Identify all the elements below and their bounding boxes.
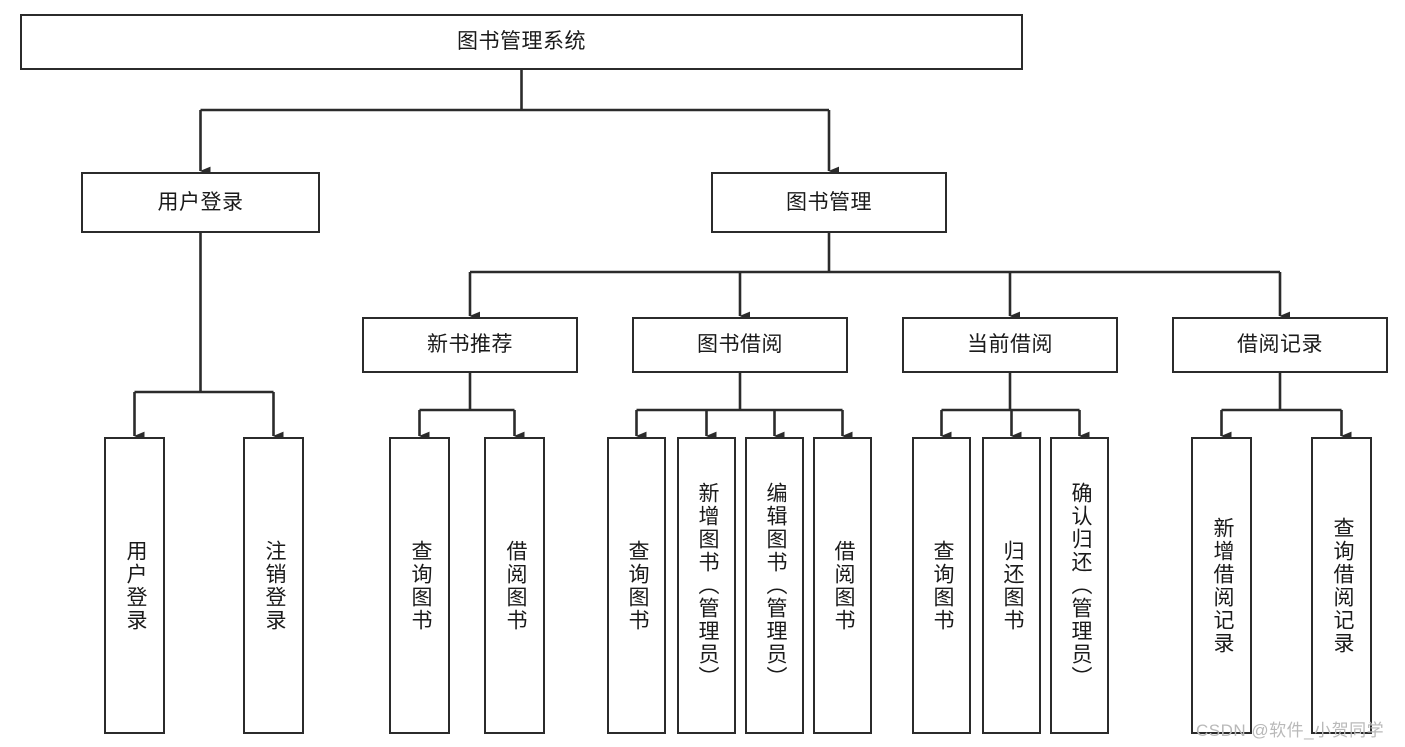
node-leaf-add-book-label: 新增图书（管理员）	[695, 482, 719, 689]
node-leaf-query-book-3-label: 查询图书	[930, 539, 954, 632]
node-leaf-add-record-label: 新增借阅记录	[1210, 516, 1234, 655]
node-user-login[interactable]: 用户登录	[81, 172, 320, 233]
node-leaf-add-book[interactable]: 新增图书（管理员）	[677, 437, 736, 734]
node-leaf-edit-book-label: 编辑图书（管理员）	[763, 482, 787, 689]
node-leaf-borrow-book-1-label: 借阅图书	[503, 539, 527, 632]
node-book-manage[interactable]: 图书管理	[711, 172, 947, 233]
connector-lines	[133, 70, 1352, 441]
node-leaf-user-login[interactable]: 用户登录	[104, 437, 165, 734]
node-leaf-borrow-book-2-label: 借阅图书	[831, 539, 855, 632]
node-leaf-return-book[interactable]: 归还图书	[982, 437, 1041, 734]
node-leaf-query-record[interactable]: 查询借阅记录	[1311, 437, 1372, 734]
node-leaf-user-login-label: 用户登录	[123, 539, 147, 632]
node-leaf-query-book-2-label: 查询图书	[625, 539, 649, 632]
node-leaf-query-book-1-label: 查询图书	[408, 539, 432, 632]
node-leaf-add-record[interactable]: 新增借阅记录	[1191, 437, 1252, 734]
node-new-book-recommend-label: 新书推荐	[427, 333, 513, 357]
node-root-label: 图书管理系统	[457, 30, 586, 54]
node-book-manage-label: 图书管理	[786, 190, 872, 214]
node-leaf-logout-label: 注销登录	[262, 539, 286, 632]
node-leaf-logout[interactable]: 注销登录	[243, 437, 304, 734]
node-current-borrow[interactable]: 当前借阅	[902, 317, 1118, 373]
node-leaf-query-book-1[interactable]: 查询图书	[389, 437, 450, 734]
node-borrow-record[interactable]: 借阅记录	[1172, 317, 1388, 373]
node-leaf-borrow-book-2[interactable]: 借阅图书	[813, 437, 872, 734]
node-book-borrow-label: 图书借阅	[697, 333, 783, 357]
node-leaf-confirm-return[interactable]: 确认归还（管理员）	[1050, 437, 1109, 734]
node-leaf-query-record-label: 查询借阅记录	[1330, 516, 1354, 655]
node-user-login-label: 用户登录	[157, 190, 244, 214]
node-leaf-return-book-label: 归还图书	[1000, 539, 1024, 632]
node-borrow-record-label: 借阅记录	[1237, 333, 1323, 357]
watermark-text: CSDN @软件_小贺同学	[1196, 721, 1385, 740]
node-new-book-recommend[interactable]: 新书推荐	[362, 317, 578, 373]
node-leaf-query-book-3[interactable]: 查询图书	[912, 437, 971, 734]
node-leaf-query-book-2[interactable]: 查询图书	[607, 437, 666, 734]
node-root[interactable]: 图书管理系统	[20, 14, 1023, 70]
node-leaf-borrow-book-1[interactable]: 借阅图书	[484, 437, 545, 734]
node-leaf-confirm-return-label: 确认归还（管理员）	[1068, 482, 1092, 689]
node-book-borrow[interactable]: 图书借阅	[632, 317, 848, 373]
node-current-borrow-label: 当前借阅	[967, 333, 1053, 357]
node-leaf-edit-book[interactable]: 编辑图书（管理员）	[745, 437, 804, 734]
